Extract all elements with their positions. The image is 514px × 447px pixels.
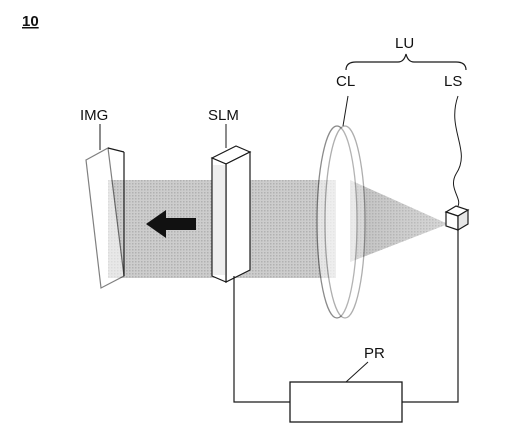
slm-wire (233, 276, 290, 403)
slm-label: SLM (208, 107, 239, 124)
lu-bracket (345, 53, 467, 71)
figure-number: 10 (22, 13, 39, 30)
collimating-lens (316, 125, 366, 319)
cl-leader-line (342, 95, 349, 127)
image-plane (85, 147, 125, 289)
ls-wire (402, 230, 459, 403)
img-label: IMG (80, 107, 108, 124)
arrow-left-icon (146, 210, 196, 238)
spatial-light-modulator (210, 145, 252, 283)
ls-label: LS (444, 73, 462, 90)
cl-label: CL (336, 73, 355, 90)
pr-leader-line (345, 361, 369, 383)
light-source (444, 205, 470, 232)
lu-label: LU (395, 35, 414, 52)
ls-leader-line (453, 95, 462, 207)
processor-box (289, 381, 403, 423)
pr-label: PR (364, 345, 385, 362)
